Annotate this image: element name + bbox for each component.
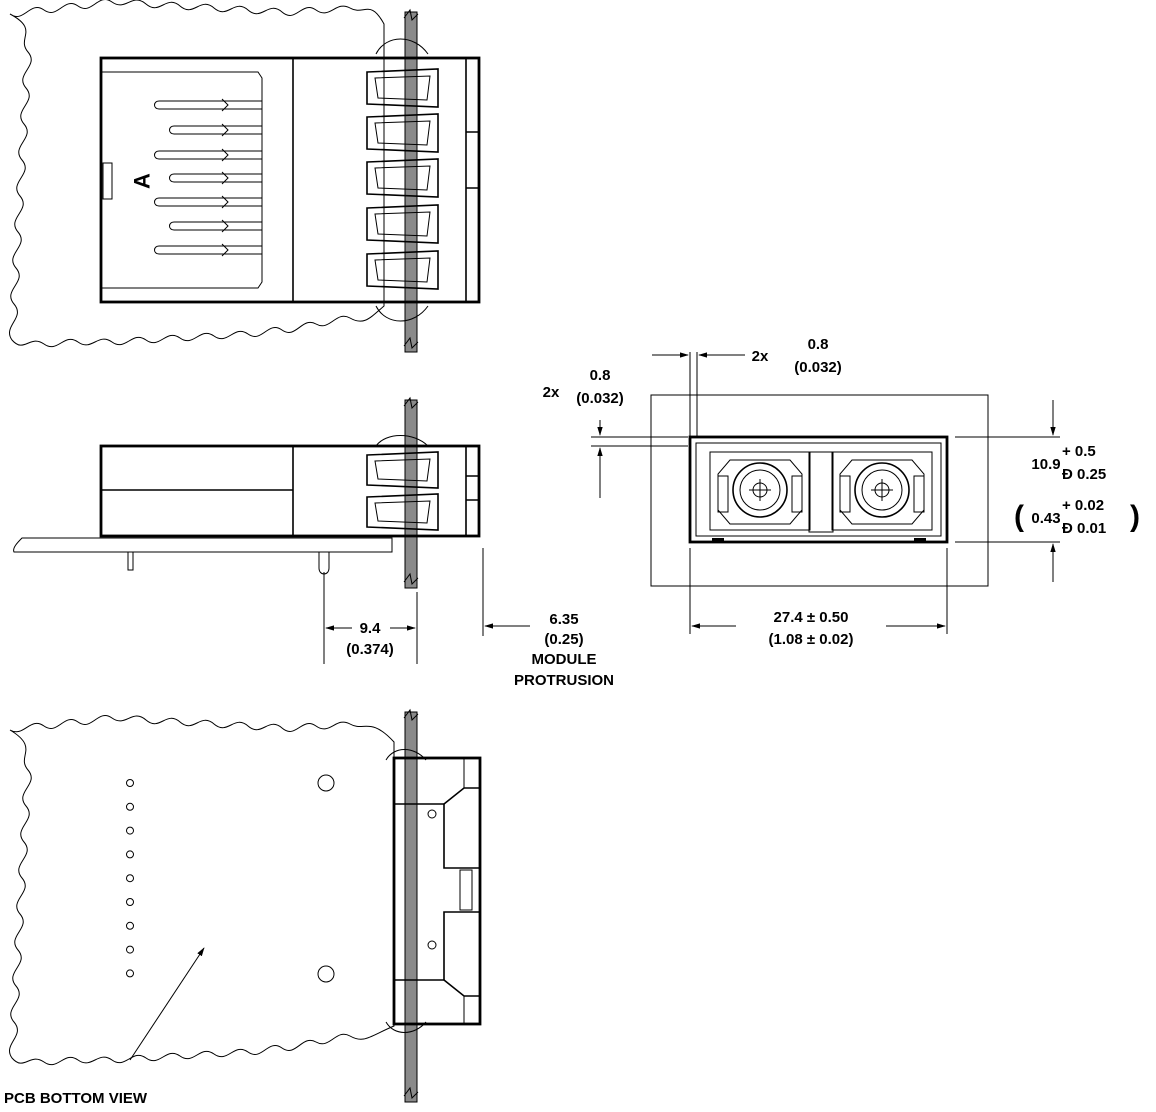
mount-hole-bottom	[317, 965, 335, 983]
port-ferrule-outer	[732, 462, 788, 518]
connector-face	[688, 435, 949, 544]
dim-height-inch-value: 0.43	[1031, 510, 1060, 527]
contact-chevron	[221, 123, 229, 137]
pcb-edge-side	[13, 537, 393, 553]
contact-chevron	[221, 219, 229, 233]
top-view: A	[9, 0, 481, 353]
latch-window	[366, 158, 439, 198]
latch-window-inner	[374, 165, 431, 191]
dim-height-value: 10.9	[1031, 456, 1060, 473]
contact-finger	[169, 173, 262, 183]
pin-hole	[126, 802, 134, 811]
dim-height-paren-close: )	[1130, 500, 1140, 533]
duplex-ports	[709, 451, 933, 531]
dim-gap-top-value: 0.8	[808, 336, 829, 353]
front-view: 2x 0.8 (0.032) 2x 0.8 (0.032) 10.9 + 0.5…	[543, 336, 1140, 648]
latch-window	[366, 204, 439, 244]
module-label: MODULE	[532, 651, 597, 668]
pin-hole	[126, 945, 134, 954]
port-clip-left	[717, 475, 729, 513]
dim-gap-top-inch: (0.032)	[794, 359, 842, 376]
pcb-bottom-view-label: PCB BOTTOM VIEW	[4, 1090, 148, 1107]
panel-bottom	[403, 708, 419, 1103]
port-clip-right	[791, 475, 803, 513]
contact-finger	[169, 221, 262, 231]
pcb-outline-top	[9, 0, 385, 347]
contact-chevron	[221, 243, 229, 257]
side-view: 9.4 (0.374) 6.35 (0.25) MODULE PROTRUSIO…	[13, 396, 614, 689]
latch-window	[366, 68, 439, 108]
mount-hole-top	[317, 774, 335, 792]
latch-window-side	[366, 451, 439, 489]
dim-width-value: 27.4 ± 0.50	[774, 609, 849, 626]
pin-hole	[126, 826, 134, 835]
pin-hole	[126, 921, 134, 930]
latch-window-side	[366, 493, 439, 531]
port-clip-left	[839, 475, 851, 513]
contact-chevron	[221, 195, 229, 209]
port-clip-right	[913, 475, 925, 513]
pcb-outline-bottom	[9, 715, 395, 1065]
dim-9-4-value: 9.4	[360, 620, 382, 637]
pin-a-label: A	[130, 173, 155, 189]
dim-height-tol-minus: Ð 0.25	[1062, 466, 1106, 483]
contact-chevron	[221, 148, 229, 162]
dim-gap-left-prefix: 2x	[543, 384, 560, 401]
module-body-bottom	[392, 756, 482, 1026]
contact-finger	[154, 245, 262, 255]
pin-holes	[126, 779, 134, 978]
port-crosshair	[871, 479, 893, 501]
pin-hole	[126, 850, 134, 859]
latch-windows	[366, 68, 439, 290]
latch-window	[366, 113, 439, 153]
latch-window-inner	[374, 120, 431, 146]
dim-height-inch-tol-plus: + 0.02	[1062, 497, 1104, 514]
module-body-top	[99, 56, 481, 304]
pin-hole	[126, 969, 134, 978]
module-body-side	[99, 444, 481, 538]
contact-finger	[154, 197, 262, 207]
port-ferrule-mid	[739, 469, 781, 511]
dim-gap-top-prefix: 2x	[752, 348, 769, 365]
latch-windows-side	[366, 451, 439, 531]
dim-9-4-inch: (0.374)	[346, 641, 394, 658]
latch-window-inner	[374, 257, 431, 283]
panel-cutout	[650, 394, 989, 587]
dim-width-inch: (1.08 ± 0.02)	[769, 631, 854, 648]
contact-finger	[169, 125, 262, 135]
contact-chevron	[221, 98, 229, 112]
contact-finger	[154, 150, 262, 160]
port-housing	[709, 451, 811, 531]
dim-height-tol-plus: + 0.5	[1062, 443, 1096, 460]
latch-window-side-inner	[374, 500, 431, 524]
dim-height-paren-open: (	[1014, 500, 1024, 533]
contact-finger	[154, 100, 262, 110]
latch-window-side-inner	[374, 458, 431, 482]
edge-contacts	[154, 98, 262, 257]
port-crosshair	[749, 479, 771, 501]
pin-hole	[126, 874, 134, 883]
port-housing	[831, 451, 933, 531]
dim-height-inch-tol-minus: Ð 0.01	[1062, 520, 1106, 537]
dim-gap-left-inch: (0.032)	[576, 390, 624, 407]
pin-hole	[126, 898, 134, 906]
panel-side	[403, 396, 419, 589]
dim-6-35-value: 6.35	[549, 611, 578, 628]
latch-window-inner	[374, 211, 431, 237]
dim-gap-left-value: 0.8	[590, 367, 611, 384]
latch-window-inner	[374, 75, 431, 101]
port-ferrule-mid	[861, 469, 903, 511]
bottom-view: PCB BOTTOM VIEW	[4, 708, 482, 1107]
protrusion-label: PROTRUSION	[514, 672, 614, 689]
panel-top	[403, 8, 419, 353]
contact-chevron	[221, 171, 229, 185]
latch-window	[366, 250, 439, 290]
pin-hole	[126, 779, 134, 787]
dim-6-35-inch: (0.25)	[544, 631, 583, 648]
port-ferrule-outer	[854, 462, 910, 518]
